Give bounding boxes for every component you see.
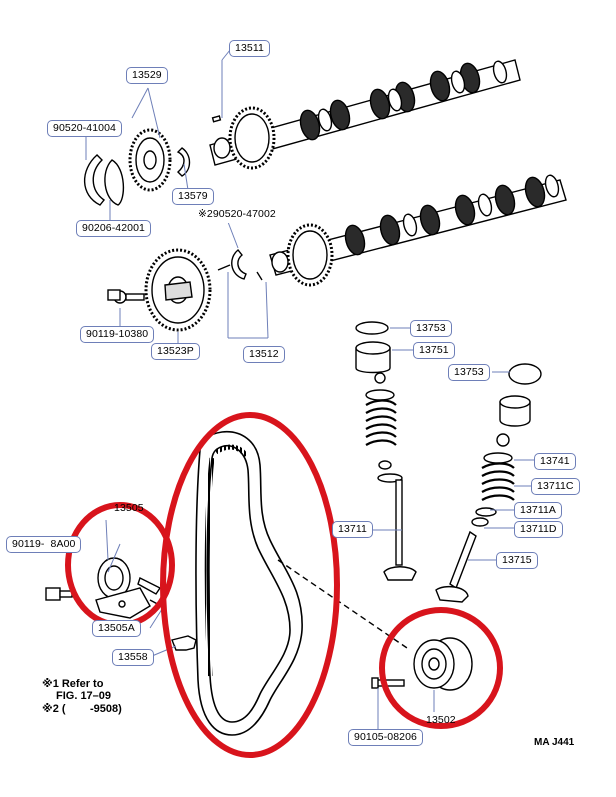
callout-90206-42001[interactable]: 90206-42001: [76, 220, 151, 237]
valve-train-right: [435, 363, 542, 603]
callout-13558[interactable]: 13558: [112, 649, 154, 666]
callout-13511[interactable]: 13511: [229, 40, 270, 57]
callout-90105-08206[interactable]: 90105-08206: [348, 729, 423, 746]
callout-90119-8A00[interactable]: 90119- 8A00: [6, 536, 82, 553]
footnote-line-1: ※1 Refer to: [42, 678, 104, 690]
tensioner-pulley: [45, 557, 197, 651]
callout-13579[interactable]: 13579: [172, 188, 214, 205]
callout-13523P[interactable]: 13523P: [151, 343, 200, 360]
callout-13529[interactable]: 13529: [126, 67, 168, 84]
callout-13741[interactable]: 13741: [534, 453, 576, 470]
valve-train-left: [355, 321, 417, 581]
camshaft-upper: [209, 59, 521, 170]
cam-gear-assembly: [83, 128, 263, 332]
callout-13505A[interactable]: 13505A: [92, 620, 141, 637]
callout-13711D[interactable]: 13711D: [514, 521, 563, 538]
footnote-line-3: ※2 ( -9508): [42, 703, 122, 715]
callout-13512[interactable]: 13512: [243, 346, 285, 363]
idler-pulley: [277, 559, 473, 691]
camshaft-lower: [269, 174, 567, 287]
timing-belt: [195, 431, 303, 736]
callout-90520-47002[interactable]: ※290520-47002: [192, 206, 282, 223]
highlight-idler: [379, 607, 503, 729]
callout-13753-upper[interactable]: 13753: [410, 320, 452, 337]
callout-13502[interactable]: 13502: [426, 714, 456, 726]
callout-13711A[interactable]: 13711A: [514, 502, 563, 519]
highlight-markers: [65, 412, 503, 758]
callout-13505[interactable]: 13505: [114, 502, 144, 514]
footnote-line-2: FIG. 17–09: [56, 690, 112, 702]
highlight-timing-belt: [160, 412, 340, 758]
callout-13711C[interactable]: 13711C: [531, 478, 580, 495]
callout-13715[interactable]: 13715: [496, 552, 538, 569]
figure-code: MA J441: [534, 737, 575, 748]
leader-lines: [85, 49, 536, 736]
callout-13753-lower[interactable]: 13753: [448, 364, 490, 381]
callout-13751[interactable]: 13751: [413, 342, 455, 359]
callout-90520-41004[interactable]: 90520-41004: [47, 120, 122, 137]
callout-13711[interactable]: 13711: [332, 521, 373, 538]
callout-90119-10380[interactable]: 90119-10380: [80, 326, 155, 343]
